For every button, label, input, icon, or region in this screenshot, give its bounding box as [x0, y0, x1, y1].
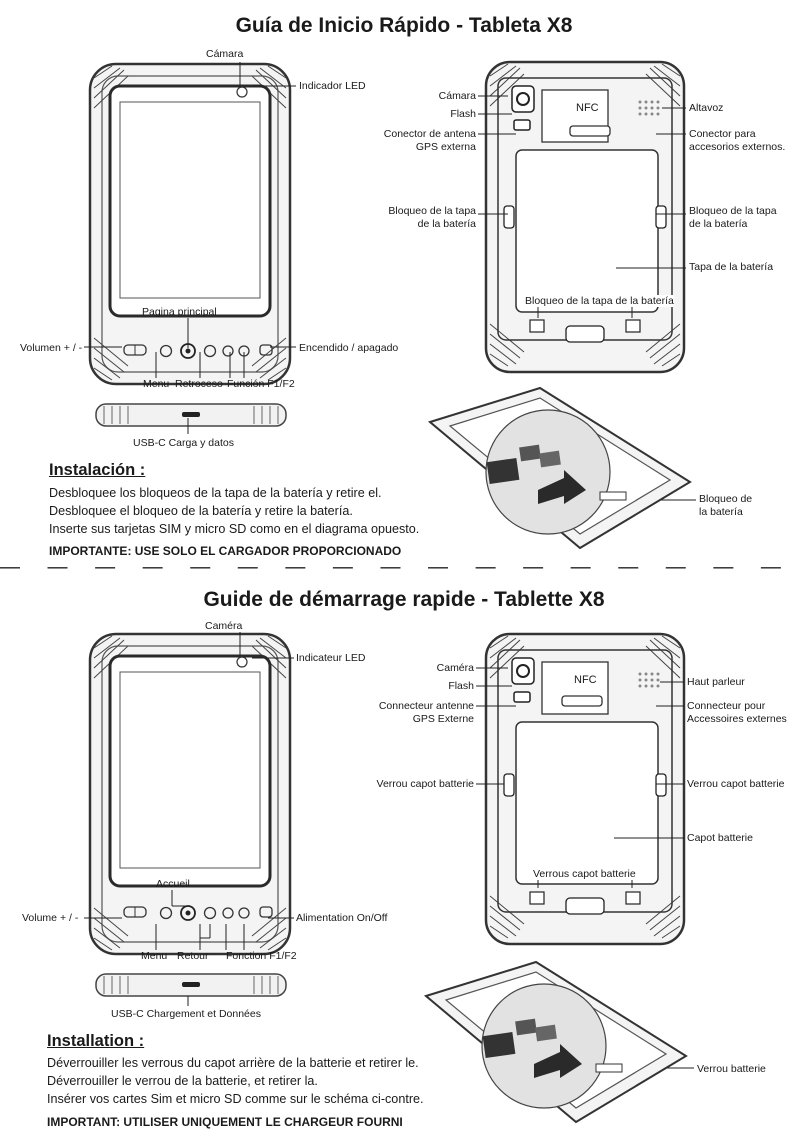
front-camera-label-fr: Caméra: [205, 620, 243, 632]
front-usb-label-fr: USB-C Chargement et Données: [111, 1008, 261, 1020]
usb-c-port-illustration-es: [95, 403, 287, 427]
section-divider: — — — — — — — — — — — — — — — — — — — — …: [0, 556, 808, 578]
front-volume-label-fr: Volume + / -: [22, 912, 79, 924]
front-power-label-es: Encendido / apagado: [299, 342, 399, 354]
back-speaker-label-es: Altavoz: [689, 102, 724, 114]
page-title-es: Guía de Inicio Rápido - Tableta X8: [235, 14, 573, 37]
battery-insert-illustration-fr: [423, 960, 688, 1124]
back-nfc-label-fr: NFC: [574, 674, 597, 686]
back-accessory-label-2-es: accesorios externos.: [689, 141, 786, 153]
battery-lock-label-2-es: la batería: [699, 506, 743, 518]
battery-lock-label-1-es: Bloqueo de: [699, 493, 753, 505]
front-camera-label-es: Cámara: [206, 48, 244, 60]
back-antenna-label-2-es: GPS externa: [415, 141, 476, 153]
front-back-label-es: Retroceso: [175, 378, 223, 390]
tablet-front-illustration-fr: [88, 632, 292, 956]
front-power-label-fr: Alimentation On/Off: [296, 912, 388, 924]
battery-lock-label-fr: Verrou batterie: [697, 1063, 766, 1075]
back-flash-label-es: Flash: [450, 108, 476, 120]
back-accessory-label-1-es: Conector para: [689, 128, 756, 140]
install-heading-fr: Installation :: [47, 1032, 145, 1050]
front-menu-label-fr: Menu: [141, 950, 168, 962]
back-flash-label-fr: Flash: [448, 680, 474, 692]
front-usb-label-es: USB-C Carga y datos: [133, 437, 234, 449]
install-line-1-fr: Déverrouiller les verrous du capot arriè…: [47, 1056, 419, 1070]
install-line-2-fr: Déverrouiller le verrou de la batterie, …: [47, 1074, 318, 1088]
install-line-3-fr: Insérer vos cartes Sim et micro SD comme…: [47, 1092, 424, 1106]
back-lock-bottom-label-es: Bloqueo de la tapa de la batería: [525, 295, 674, 307]
back-antenna-label-2-fr: GPS Externe: [412, 713, 474, 725]
install-heading-es: Instalación :: [49, 461, 146, 479]
install-line-2-es: Desbloquee el bloqueo de la batería y re…: [49, 504, 353, 518]
front-back-label-fr: Retour: [177, 950, 209, 962]
back-cover-label-es: Tapa de la batería: [689, 261, 774, 273]
back-nfc-label-es: NFC: [576, 102, 599, 114]
front-function-label-fr: Fonction F1/F2: [226, 950, 297, 962]
back-lock-left-label-fr: Verrou capot batterie: [376, 778, 474, 790]
back-lock-right-label-1-es: Bloqueo de la tapa: [689, 205, 777, 217]
usb-c-port-illustration-fr: [95, 973, 287, 997]
back-camera-label-es: Cámara: [438, 90, 476, 102]
install-important-fr: IMPORTANT: UTILISER UNIQUEMENT LE CHARGE…: [47, 1115, 403, 1129]
back-lock-right-label-2-es: de la batería: [689, 218, 748, 230]
install-important-es: IMPORTANTE: USE SOLO EL CARGADOR PROPORC…: [49, 544, 402, 558]
leader-lines-front-es: [84, 62, 296, 434]
install-line-1-es: Desbloquee los bloqueos de la tapa de la…: [49, 486, 382, 500]
back-cover-label-fr: Capot batterie: [687, 832, 753, 844]
front-home-label-es: Pagina principal: [142, 306, 217, 318]
back-lock-right-label-fr: Verrou capot batterie: [687, 778, 785, 790]
front-led-label-fr: Indicateur LED: [296, 652, 366, 664]
page-title-fr: Guide de démarrage rapide - Tablette X8: [203, 588, 605, 611]
back-accessory-label-1-fr: Connecteur pour: [687, 700, 766, 712]
back-lock-left-label-2-es: de la batería: [417, 218, 476, 230]
tablet-back-illustration-es: [484, 60, 686, 374]
back-camera-label-fr: Caméra: [436, 662, 474, 674]
back-antenna-label-1-fr: Connecteur antenne: [378, 700, 474, 712]
front-led-label-es: Indicador LED: [299, 80, 366, 92]
back-lock-bottom-label-fr: Verrous capot batterie: [533, 868, 636, 880]
tablet-back-illustration-fr: [484, 632, 686, 946]
front-volume-label-es: Volumen + / -: [20, 342, 83, 354]
back-antenna-label-1-es: Conector de antena: [383, 128, 476, 140]
tablet-front-illustration-es: [88, 62, 292, 386]
back-speaker-label-fr: Haut parleur: [687, 676, 745, 688]
back-accessory-label-2-fr: Accessoires externes: [687, 713, 787, 725]
front-function-label-es: Función F1/F2: [227, 378, 295, 390]
install-line-3-es: Inserte sus tarjetas SIM y micro SD como…: [49, 522, 420, 536]
battery-insert-illustration-es: [427, 386, 692, 550]
front-home-label-fr: Accueil: [156, 878, 190, 890]
front-menu-label-es: Menu: [143, 378, 170, 390]
back-lock-left-label-1-es: Bloqueo de la tapa: [388, 205, 476, 217]
